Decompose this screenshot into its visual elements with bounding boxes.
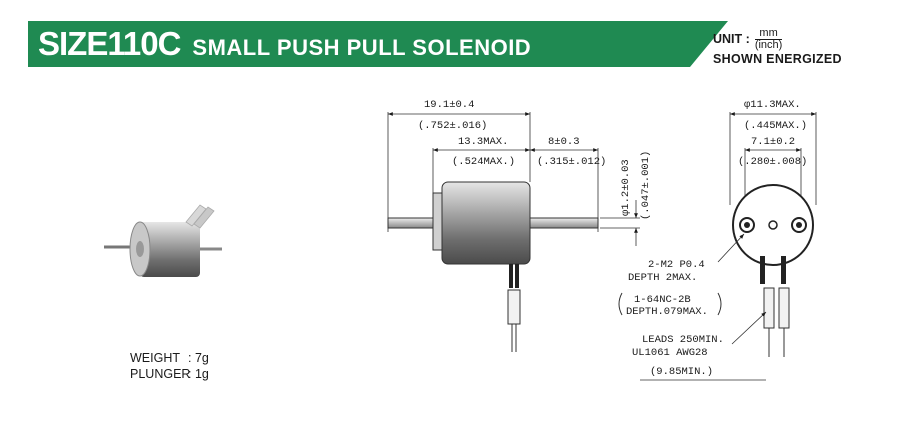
title-banner: SIZE110C SMALL PUSH PULL SOLENOID [28, 21, 728, 67]
shaft-diameter-label: φ1.2±0.03 [620, 159, 632, 216]
outer-diameter-inch-label: (.445MAX.) [744, 120, 808, 132]
shown-energized-note: SHOWN ENERGIZED [713, 52, 842, 66]
spec-label: WEIGHT [130, 351, 180, 365]
unit-numerator: mm [755, 27, 782, 40]
stroke-inch-label: (.315±.012) [537, 156, 607, 168]
unit-block: UNIT : mm (inch) SHOWN ENERGIZED [713, 27, 842, 66]
side-view [387, 112, 640, 352]
spec-row-plunger: PLUNGER : 1g [130, 366, 209, 382]
solenoid-photo [104, 204, 222, 277]
banner-shape [28, 21, 728, 67]
unit-denominator: (inch) [754, 38, 783, 51]
spec-row-weight: WEIGHT : 7g [130, 350, 209, 366]
spec-value: : 7g [188, 351, 209, 365]
outer-diameter-label: φ11.3MAX. [744, 99, 801, 111]
product-title: SMALL PUSH PULL SOLENOID [192, 35, 532, 60]
spec-label: PLUNGER [130, 367, 191, 381]
hole-spacing-label: 7.1±0.2 [751, 136, 796, 148]
thread-alt-note: 1-64NC-2B [634, 294, 691, 306]
thread-depth-note: DEPTH 2MAX. [628, 272, 698, 284]
thread-note: 2-M2 P0.4 [648, 259, 705, 271]
body-length-label: 13.3MAX. [458, 136, 509, 148]
leads-note: LEADS 250MIN. [642, 334, 724, 346]
hole-spacing-inch-label: (.280±.008) [738, 156, 808, 168]
end-view [618, 112, 817, 381]
leads-spec-note: UL1061 AWG28 [632, 347, 708, 359]
shaft-diameter-inch-label: (.047±.001) [640, 150, 652, 220]
body-length-inch-label: (.524MAX.) [452, 156, 516, 168]
overall-length-label: 19.1±0.4 [424, 99, 475, 111]
overall-length-inch-label: (.752±.016) [418, 120, 488, 132]
model-name: SIZE110C [38, 25, 181, 62]
thread-alt-depth-note: DEPTH.079MAX. [626, 306, 708, 318]
unit-label: UNIT : [713, 32, 750, 46]
unit-fraction: mm (inch) [754, 27, 783, 51]
stroke-label: 8±0.3 [548, 136, 580, 148]
spec-value: : 1g [188, 367, 209, 381]
leads-inch-note: (9.85MIN.) [650, 366, 714, 378]
spec-list: WEIGHT : 7g PLUNGER : 1g [130, 350, 209, 382]
